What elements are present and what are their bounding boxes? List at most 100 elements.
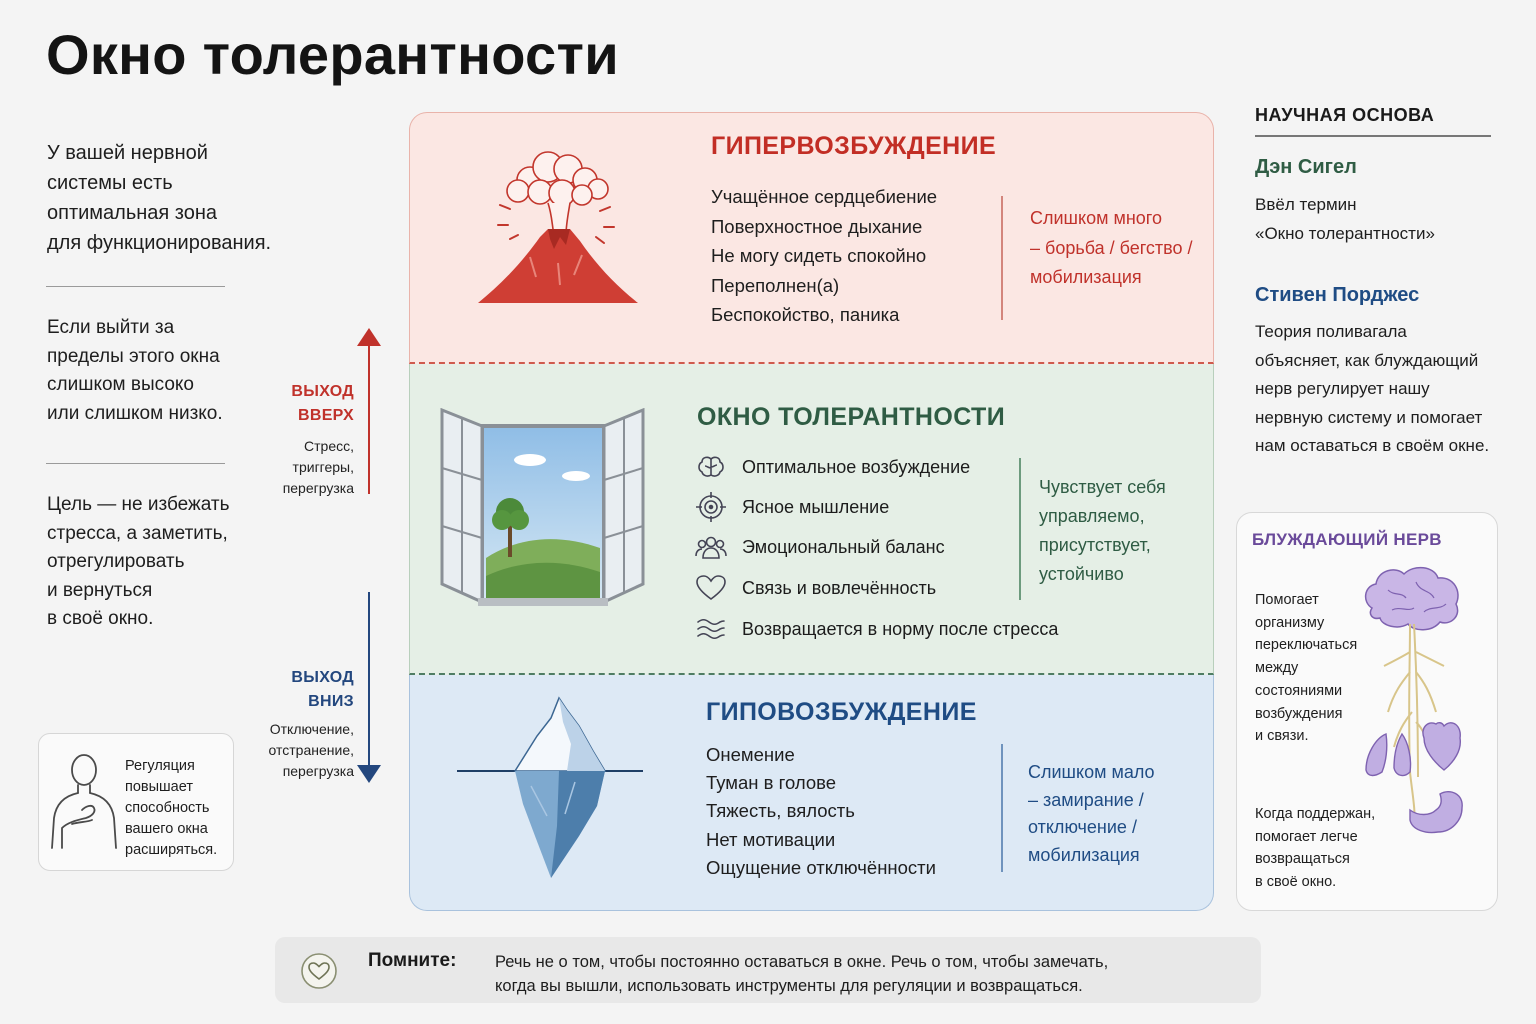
- vagus-line: организму: [1255, 614, 1325, 631]
- desc-line: нерв регулирует нашу: [1255, 379, 1430, 398]
- list-item: Поверхностное дыхание: [711, 215, 923, 237]
- intro-line: системы есть: [47, 172, 173, 194]
- intro-text: У вашей нервной системы есть оптимальная…: [47, 138, 307, 258]
- list-item: Ясное мышление: [695, 490, 889, 524]
- quality-label: Связь и вовлечённость: [742, 577, 937, 598]
- goal-line: в своё окно.: [47, 608, 154, 629]
- remember-label: Помните:: [368, 950, 457, 971]
- person-desc: Теория поливагала объясняет, как блуждаю…: [1255, 318, 1489, 461]
- desc-line: объясняет, как блуждающий: [1255, 350, 1479, 370]
- waves-icon: [695, 613, 727, 645]
- hyperarousal-symptoms: Учащённое сердцебиение Поверхностное дых…: [711, 182, 937, 330]
- vagus-line: в своё окно.: [1255, 874, 1337, 891]
- vagus-line: между: [1255, 660, 1299, 677]
- vagus-line: возбуждения: [1255, 705, 1343, 722]
- vagus-line: Помогает: [1255, 592, 1319, 608]
- volcano-icon: [478, 151, 638, 303]
- exit-up-desc-line: Стресс,: [304, 438, 354, 454]
- vagus-line: Когда поддержан,: [1255, 806, 1376, 822]
- desc-line: нам оставаться в своём окне.: [1255, 436, 1490, 455]
- desc-line: Теория поливагала: [1255, 322, 1407, 341]
- hyperarousal-note: Слишком много – борьба / бегство / мобил…: [1030, 204, 1193, 293]
- regulation-line: расширяться.: [125, 842, 218, 858]
- vagus-line: возвращаться: [1255, 851, 1350, 868]
- vagus-title: БЛУЖДАЮЩИЙ НЕРВ: [1252, 530, 1442, 549]
- intro-line: оптимальная зона: [47, 202, 218, 224]
- exit-down-label: ВЫХОД ВНИЗ: [291, 666, 354, 714]
- vagus-line: состояниями: [1255, 682, 1343, 699]
- exit-up-desc-line: перегрузка: [282, 480, 354, 496]
- list-item: Туман в голове: [706, 772, 837, 794]
- exit-down-title: ВЫХОД: [291, 669, 354, 686]
- goal-line: стресса, а заметить,: [47, 522, 228, 544]
- note-line: мобилизация: [1028, 844, 1140, 865]
- list-item: Беспокойство, паника: [711, 304, 900, 325]
- goal-text: Цель — не избежать стресса, а заметить, …: [47, 491, 267, 634]
- hyperarousal-title: ГИПЕРВОЗБУЖДЕНИЕ: [711, 132, 997, 160]
- divider: [1255, 135, 1491, 137]
- list-item: Связь и вовлечённость: [695, 571, 936, 605]
- window-title: ОКНО ТОЛЕРАНТНОСТИ: [697, 403, 1006, 431]
- note-line: присутствует,: [1039, 535, 1151, 555]
- note-line: – замирание /: [1028, 789, 1144, 810]
- divider: [46, 463, 225, 464]
- exit-down-desc: Отключение, отстранение, перегрузка: [269, 719, 354, 782]
- regulation-line: способность: [125, 800, 210, 816]
- note-line: Слишком много: [1030, 208, 1162, 228]
- vagus-line: и связи.: [1255, 728, 1309, 745]
- quality-label: Эмоциональный баланс: [742, 536, 945, 557]
- person-name: Стивен Порджес: [1255, 284, 1420, 306]
- note-line: мобилизация: [1030, 267, 1142, 287]
- list-item: Ощущение отключённости: [706, 856, 936, 878]
- quality-label: Возвращается в норму после стресса: [742, 618, 1059, 639]
- science-heading: НАУЧНАЯ ОСНОВА: [1255, 105, 1435, 125]
- brain-icon: [695, 451, 727, 483]
- intro-line: У вашей нервной: [47, 142, 208, 164]
- desc-line: Ввёл термин: [1255, 195, 1357, 214]
- heart-icon: [695, 572, 727, 604]
- regulation-line: вашего окна: [125, 821, 208, 837]
- exit-line: слишком высоко: [47, 374, 194, 395]
- vagus-text: Когда поддержан, помогает легче возвраща…: [1255, 803, 1375, 894]
- vagus-nerve-card: [1236, 512, 1498, 911]
- person-hand-on-heart-icon: [51, 754, 117, 849]
- quality-label: Ясное мышление: [742, 496, 890, 517]
- heart-circle-icon: [301, 953, 337, 989]
- regulation-line: повышает: [125, 779, 193, 795]
- note-line: Чувствует себя: [1039, 477, 1166, 497]
- list-item: Не могу сидеть спокойно: [711, 245, 927, 266]
- page-title: Окно толерантности: [46, 23, 619, 86]
- note-line: управляемо,: [1039, 506, 1145, 526]
- exit-up-desc: Стресс, триггеры, перегрузка: [283, 436, 354, 499]
- list-item: Нет мотивации: [706, 828, 836, 850]
- hypoarousal-title: ГИПОВОЗБУЖДЕНИЕ: [706, 698, 977, 726]
- vagus-text: Помогает организму переключаться между с…: [1255, 589, 1357, 748]
- vagus-line: переключаться: [1255, 637, 1358, 654]
- goal-line: Цель — не избежать: [47, 494, 230, 515]
- list-item: Оптимальное возбуждение: [695, 450, 970, 484]
- exit-down-title: ВНИЗ: [308, 693, 354, 710]
- hypoarousal-symptoms: Онемение Туман в голове Тяжесть, вялость…: [706, 741, 936, 882]
- arrow-up-icon: [357, 328, 381, 494]
- desc-line: нервную систему и помогает: [1255, 407, 1483, 427]
- remember-line: Речь не о том, чтобы постоянно оставатьс…: [495, 953, 1109, 971]
- vagus-nerve-icon: [1364, 566, 1463, 834]
- exit-down-desc-line: Отключение,: [269, 721, 354, 737]
- regulation-line: Регуляция: [125, 758, 195, 774]
- exit-text: Если выйти за пределы этого окна слишком…: [47, 314, 267, 428]
- exit-up-title: ВЫХОД: [291, 383, 354, 400]
- quality-label: Оптимальное возбуждение: [742, 456, 971, 477]
- person-name: Дэн Сигел: [1255, 156, 1357, 178]
- note-line: отключение /: [1028, 817, 1137, 837]
- divider: [1019, 458, 1021, 600]
- divider: [1001, 196, 1003, 320]
- remember-bar: [275, 937, 1261, 1003]
- target-icon: [695, 491, 727, 523]
- divider: [46, 286, 225, 287]
- list-item: Переполнен(а): [711, 274, 840, 296]
- intro-line: для функционирования.: [47, 232, 272, 254]
- goal-line: и вернуться: [47, 579, 153, 601]
- exit-down-desc-line: перегрузка: [282, 763, 354, 779]
- vagus-line: помогает легче: [1255, 828, 1358, 845]
- exit-down-desc-line: отстранение,: [268, 742, 354, 758]
